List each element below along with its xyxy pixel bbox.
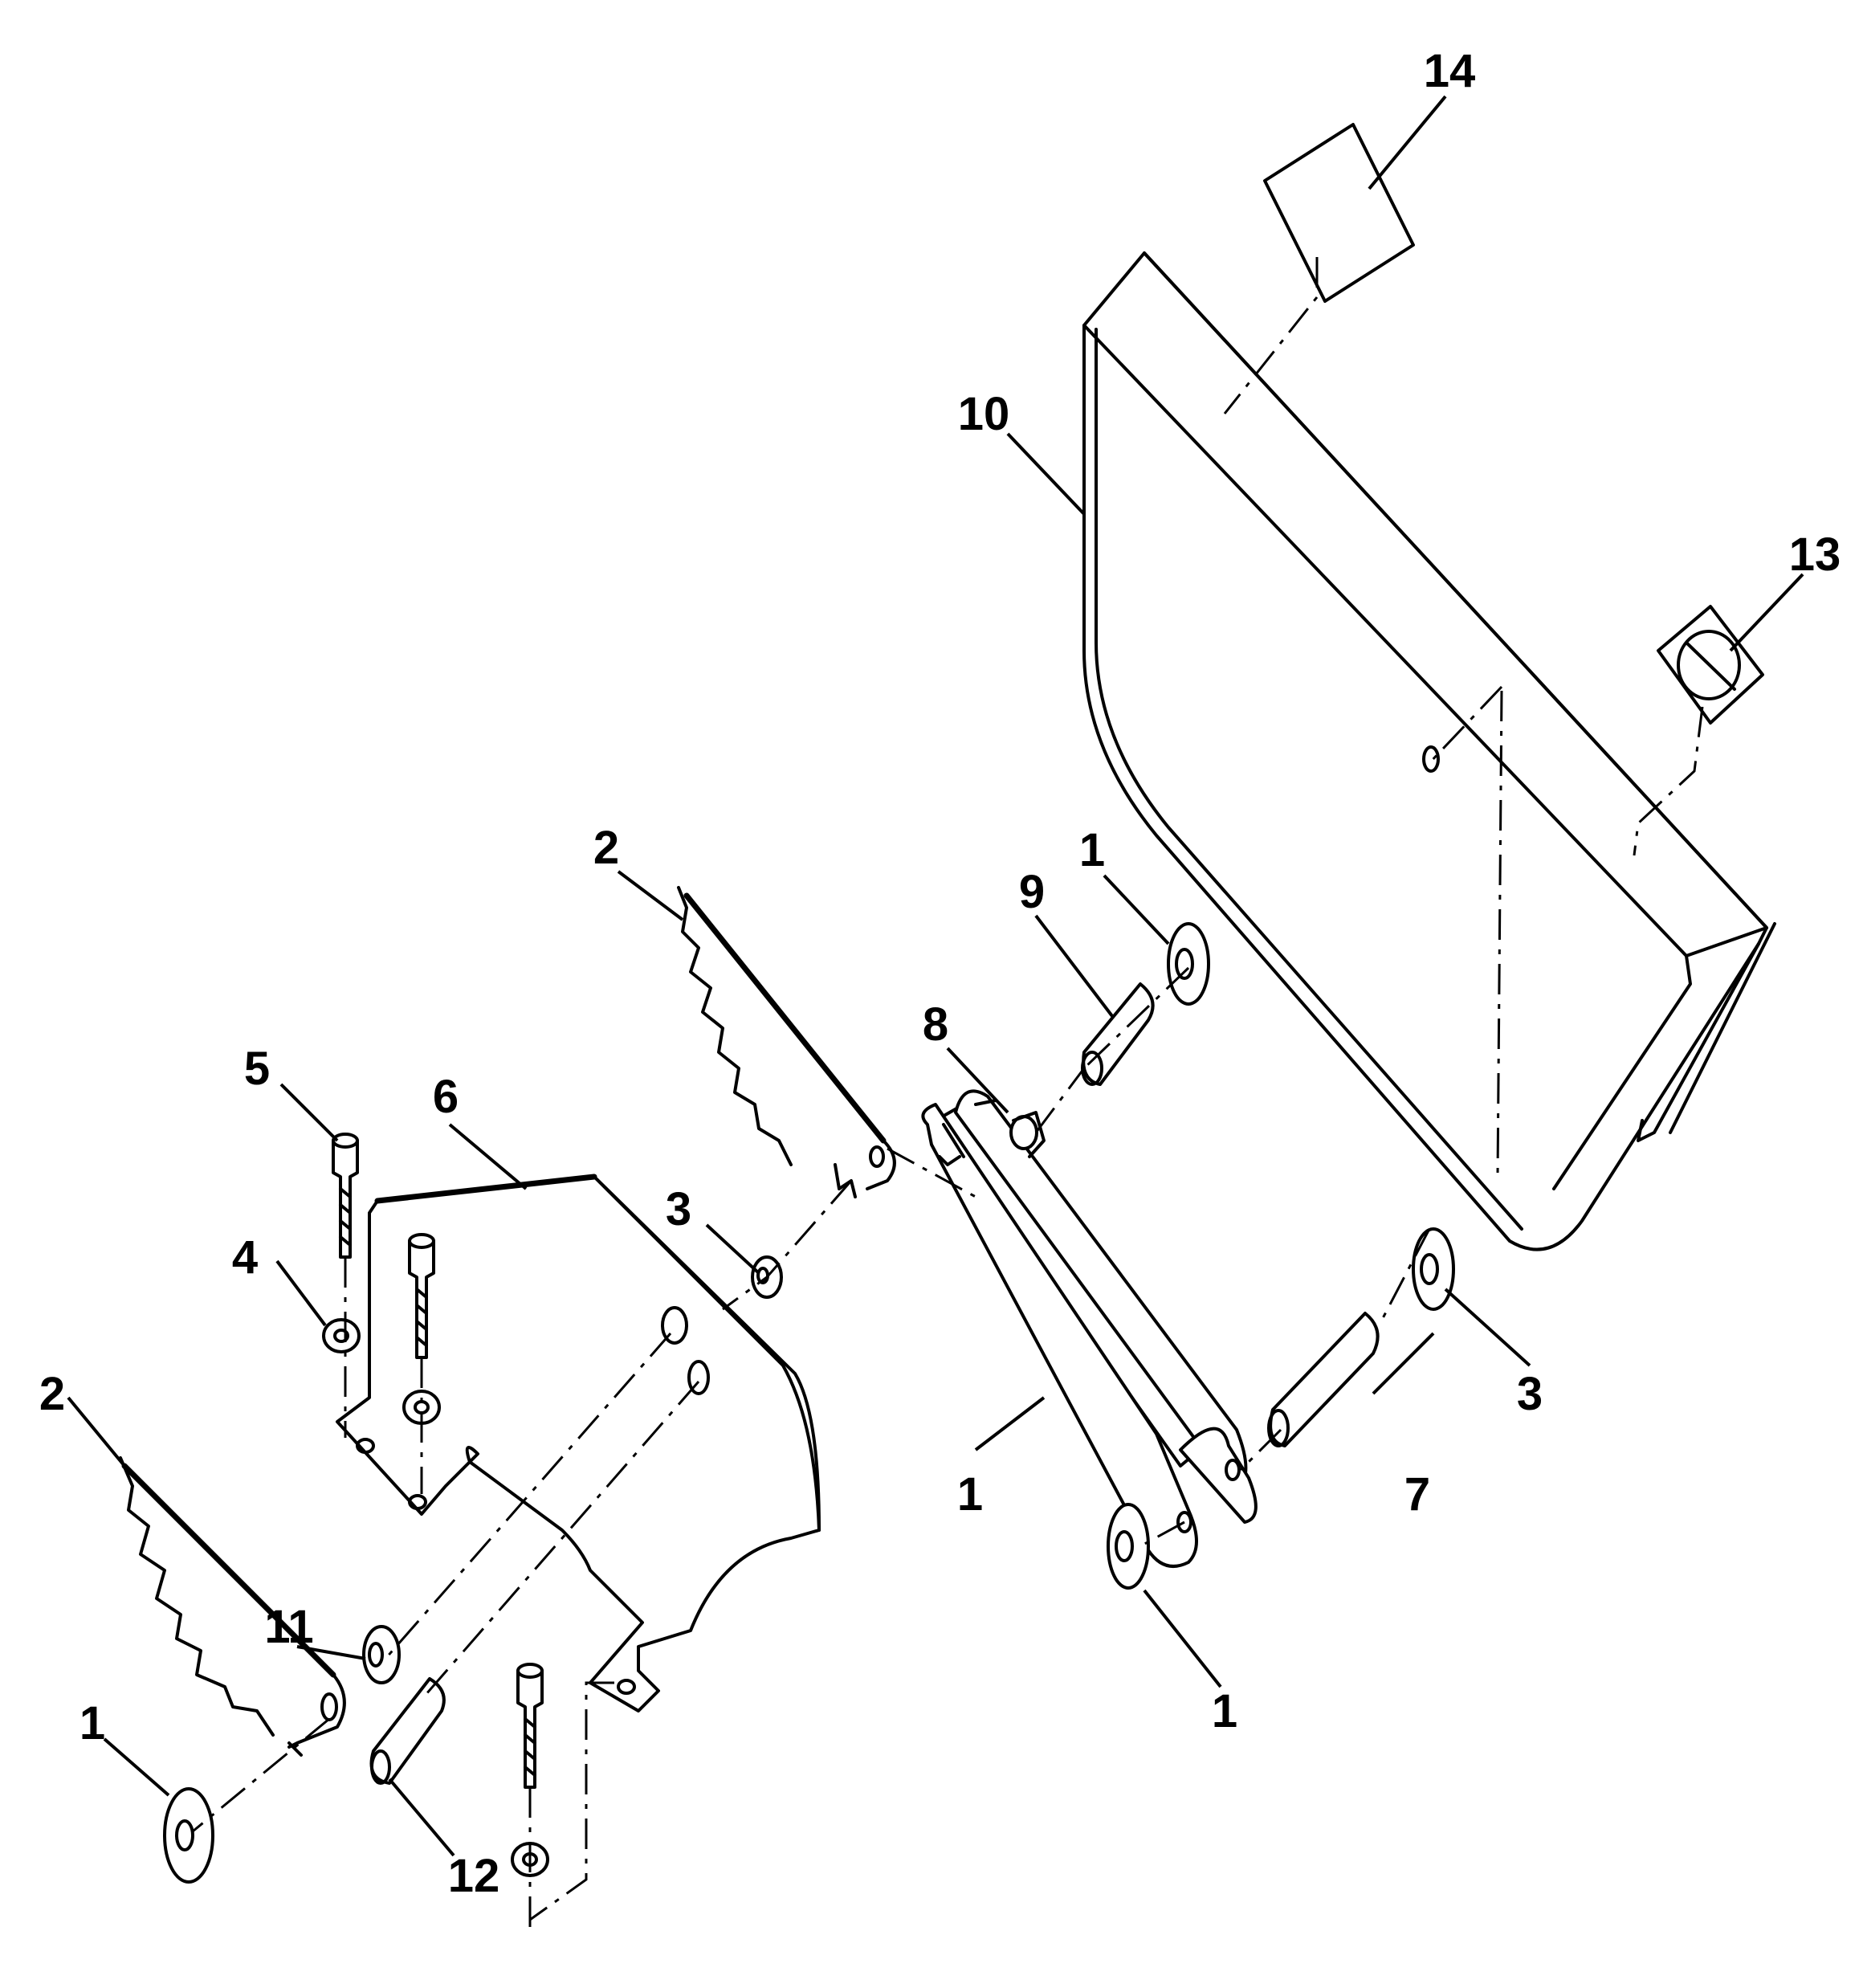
callout-13: 13 [1789, 529, 1841, 581]
callout-1-right: 3 [1517, 1368, 1543, 1420]
part-1-washer-upper [1167, 922, 1210, 1006]
part-14-label [1263, 123, 1415, 303]
part-12-pin [369, 1677, 446, 1785]
callout-2-lower: 2 [39, 1368, 65, 1420]
part-2-pawl-upper [677, 886, 896, 1198]
part-2-pawl-lower [119, 1456, 346, 1757]
callout-1-upper: 1 [1079, 824, 1105, 876]
callout-1-lower-left: 1 [79, 1697, 105, 1749]
callout-5: 5 [244, 1043, 270, 1095]
callout-8: 8 [923, 998, 948, 1051]
callout-4: 4 [232, 1231, 258, 1284]
callout-1-lower-right: 1 [1212, 1685, 1237, 1737]
callout-11: 7 [1404, 1468, 1430, 1521]
assembly-centerlines [192, 257, 1704, 1928]
part-3-spacer-lower [362, 1625, 401, 1684]
callout-14: 14 [1424, 45, 1476, 97]
part-5-screw-right [408, 1233, 435, 1359]
part-1-washer-lower-right [1107, 1503, 1150, 1590]
part-13-plug [1657, 605, 1764, 725]
callout-10: 10 [958, 388, 1010, 440]
part-1-washer-right [1412, 1227, 1455, 1311]
part-6-bracket [336, 1174, 821, 1712]
part-1-washer-lower-left [163, 1787, 214, 1884]
part-11-pin [1267, 1312, 1380, 1447]
callout-6: 6 [433, 1071, 459, 1123]
callout-2-upper: 2 [593, 822, 619, 874]
leader-lines [67, 95, 1804, 1857]
part-10-guard-cover [1082, 251, 1776, 1251]
callout-7: 1 [957, 1468, 983, 1521]
part-5-screw-lower [516, 1663, 544, 1789]
callout-labels: 14 10 13 2 1 9 8 5 6 3 4 2 1 7 11 3 1 1 … [39, 45, 1841, 1902]
callout-3-upper: 3 [666, 1183, 691, 1235]
part-9-pin [1081, 982, 1155, 1086]
callout-3-lower: 11 [264, 1601, 313, 1653]
part-5-screw-left [332, 1133, 359, 1259]
part-4-washer-left [322, 1318, 361, 1353]
callout-9: 9 [1019, 866, 1045, 918]
callout-12: 12 [448, 1850, 500, 1902]
part-7-support-arm [921, 1089, 1258, 1568]
